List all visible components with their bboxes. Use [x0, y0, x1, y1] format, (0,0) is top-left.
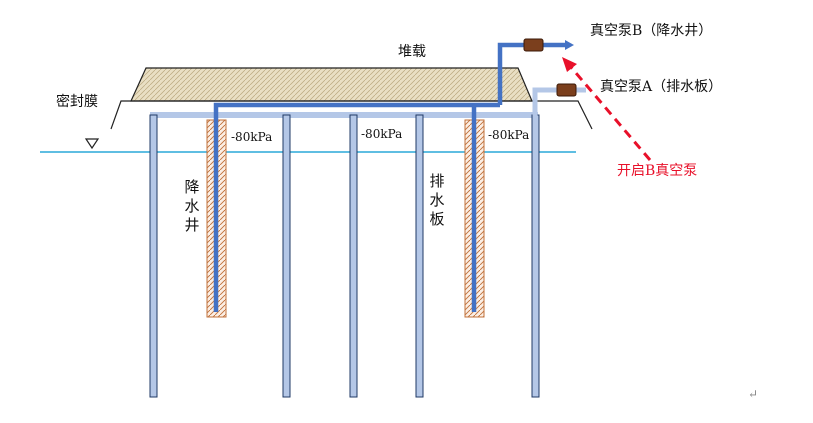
- pump-a-label: 真空泵A（排水板）: [600, 79, 723, 95]
- surcharge-load: [130, 67, 533, 102]
- sealing-membrane-label: 密封膜: [56, 94, 98, 110]
- return-mark: ↵: [748, 387, 759, 401]
- water-level-symbol: [84, 138, 100, 150]
- drainage-board: [149, 114, 158, 398]
- horizontal-drainage-pipe: [150, 112, 538, 118]
- pump-b-arrow-head: [565, 40, 574, 50]
- drainage-board: [415, 114, 424, 398]
- vacuum-pump-a: [556, 83, 577, 97]
- pressure-label-3: -80kPa: [488, 128, 530, 142]
- drainage-board: [531, 114, 540, 398]
- sealing-membrane: [110, 100, 593, 130]
- open-pump-b-arrow-head: [562, 57, 577, 72]
- surcharge-label: 堆载: [398, 44, 426, 60]
- open-pump-b-label: 开启B真空泵: [617, 163, 698, 179]
- well-pipe-riser: [497, 42, 566, 105]
- vacuum-pump-b: [523, 38, 544, 52]
- well-pipe-network: [213, 42, 566, 312]
- drainage-board: [349, 114, 358, 398]
- pressure-label-1: -80kPa: [231, 130, 273, 144]
- drainage-board-label: 排水板: [429, 172, 445, 228]
- dewatering-well-label: 降水井: [184, 178, 200, 234]
- well-pipe-left: [213, 102, 500, 312]
- drainage-boards: [149, 114, 540, 398]
- drainage-board: [282, 114, 291, 398]
- open-pump-b-arrow: [568, 65, 652, 161]
- pressure-label-2: -80kPa: [361, 127, 403, 141]
- pump-b-label: 真空泵B（降水井）: [590, 23, 713, 39]
